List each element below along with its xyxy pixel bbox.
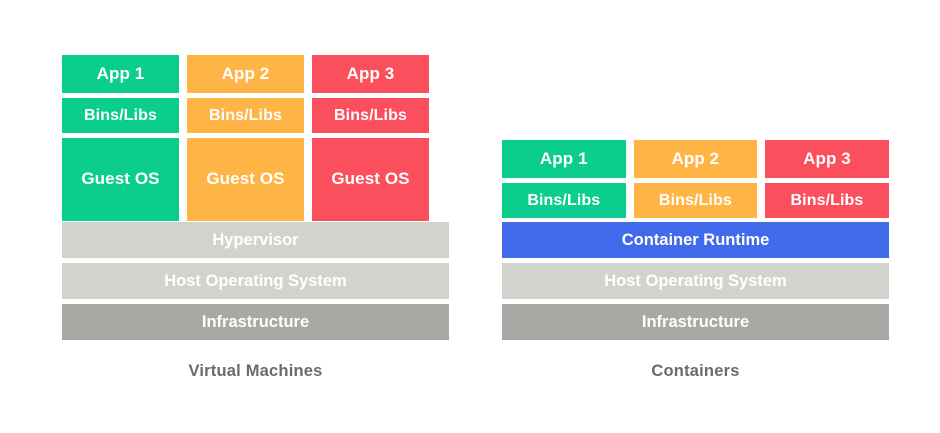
vm-bins-label-3: Bins/Libs xyxy=(334,106,407,124)
vm-bins-label-2: Bins/Libs xyxy=(209,106,282,124)
vm-app-label-2: App 2 xyxy=(221,63,270,83)
container-app-label-3: App 3 xyxy=(803,148,851,168)
vm-guest-os-box-2: Guest OS xyxy=(187,138,304,221)
vm-infrastructure-label: Infrastructure xyxy=(201,312,310,331)
vm-app-label-3: App 3 xyxy=(346,63,395,83)
container-column-1: App 1 Bins/Libs xyxy=(502,140,626,218)
vm-guest-os-label-2: Guest OS xyxy=(206,169,285,189)
vm-column-3: App 3 Bins/Libs Guest OS xyxy=(312,55,429,221)
vm-bins-box-2: Bins/Libs xyxy=(187,98,304,133)
container-infrastructure-label: Infrastructure xyxy=(641,312,750,331)
vm-bins-box-3: Bins/Libs xyxy=(312,98,429,133)
vm-infrastructure-bar: Infrastructure xyxy=(62,304,449,340)
vm-host-os-bar: Host Operating System xyxy=(62,263,449,299)
virtual-machines-caption: Virtual Machines xyxy=(188,362,323,380)
vm-bins-box-1: Bins/Libs xyxy=(62,98,179,133)
container-column-2: App 2 Bins/Libs xyxy=(633,140,758,218)
vm-bins-label-1: Bins/Libs xyxy=(84,106,157,124)
container-runtime-bar: Container Runtime xyxy=(502,222,889,258)
container-column-3: App 3 Bins/Libs xyxy=(765,140,889,218)
vm-column-group: App 1 Bins/Libs Guest OS App 2 Bins/Libs… xyxy=(62,55,449,221)
container-bins-label-3: Bins/Libs xyxy=(790,191,864,209)
containers-caption: Containers xyxy=(651,362,740,380)
container-bins-label-1: Bins/Libs xyxy=(527,191,601,209)
container-app-box-3: App 3 xyxy=(765,140,889,178)
vm-host-os-label: Host Operating System xyxy=(164,271,347,290)
vm-column-1: App 1 Bins/Libs Guest OS xyxy=(62,55,179,221)
vm-app-label-1: App 1 xyxy=(96,63,145,83)
vm-guest-os-label-1: Guest OS xyxy=(81,169,160,189)
container-bins-box-1: Bins/Libs xyxy=(502,183,626,218)
vm-hypervisor-label: Hypervisor xyxy=(212,230,299,249)
vm-column-2: App 2 Bins/Libs Guest OS xyxy=(187,55,304,221)
vm-guest-os-box-3: Guest OS xyxy=(312,138,429,221)
container-bins-label-2: Bins/Libs xyxy=(658,191,732,209)
container-host-os-bar: Host Operating System xyxy=(502,263,889,299)
container-bins-box-2: Bins/Libs xyxy=(633,183,758,218)
vm-app-box-1: App 1 xyxy=(62,55,179,93)
container-infrastructure-bar: Infrastructure xyxy=(502,304,889,340)
container-host-os-label: Host Operating System xyxy=(604,271,787,290)
container-app-box-2: App 2 xyxy=(633,140,758,178)
container-app-box-1: App 1 xyxy=(502,140,626,178)
container-app-label-1: App 1 xyxy=(539,148,588,168)
vm-guest-os-label-3: Guest OS xyxy=(331,169,410,189)
vm-app-box-2: App 2 xyxy=(187,55,304,93)
vm-guest-os-box-1: Guest OS xyxy=(62,138,179,221)
container-column-group: App 1 Bins/Libs App 2 Bins/Libs App 3 xyxy=(502,140,889,218)
container-bins-box-3: Bins/Libs xyxy=(765,183,889,218)
container-runtime-label: Container Runtime xyxy=(621,230,770,249)
vm-app-box-3: App 3 xyxy=(312,55,429,93)
vm-hypervisor-bar: Hypervisor xyxy=(62,222,449,258)
container-app-label-2: App 2 xyxy=(671,148,720,168)
